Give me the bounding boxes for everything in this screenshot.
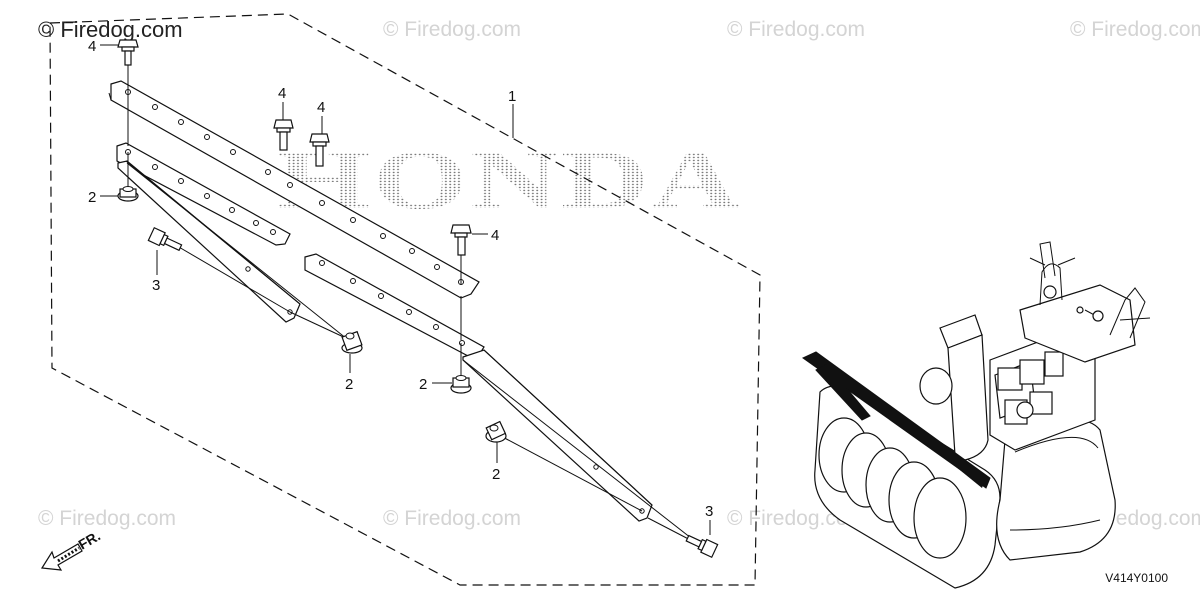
callout-3: 3 [705, 503, 713, 520]
callout-4: 4 [317, 99, 325, 116]
flange-bolt-3 [147, 226, 183, 252]
watermark: © Firedog.com [1070, 18, 1200, 41]
callout-2: 2 [492, 466, 500, 483]
flange-nut-2 [117, 186, 139, 202]
callout-2: 2 [419, 376, 427, 393]
callout-2: 2 [345, 376, 353, 393]
callout-4: 4 [88, 38, 96, 55]
flange-nut-2 [341, 330, 363, 354]
callout-4: 4 [491, 227, 499, 244]
flange-bolt-3 [685, 534, 719, 559]
flange-bolt-4 [450, 224, 472, 256]
flange-nut-2 [485, 420, 507, 443]
watermark: © Firedog.com [727, 18, 866, 41]
snowblower-illustration [802, 241, 1151, 589]
diagram-code: V414Y0100 [1105, 571, 1168, 585]
watermark: © Firedog.com [38, 507, 177, 530]
callout-4: 4 [278, 85, 286, 102]
watermark: © Firedog.com [383, 507, 522, 530]
reinforcement-strip-left [116, 142, 291, 246]
reinforcement-strip-upper [108, 80, 480, 299]
watermark: © Firedog.com [383, 18, 522, 41]
watermark-top-left: © Firedog.com [38, 17, 183, 42]
kit-boundary [49, 13, 761, 586]
flange-bolt-4 [117, 39, 139, 66]
callout-2: 2 [88, 189, 96, 206]
callout-1: 1 [508, 88, 516, 105]
front-arrow-icon [40, 543, 83, 571]
flange-bolt-4 [273, 119, 294, 151]
callout-leaders [100, 44, 711, 535]
callout-3: 3 [152, 277, 160, 294]
flange-nut-2 [450, 375, 472, 394]
